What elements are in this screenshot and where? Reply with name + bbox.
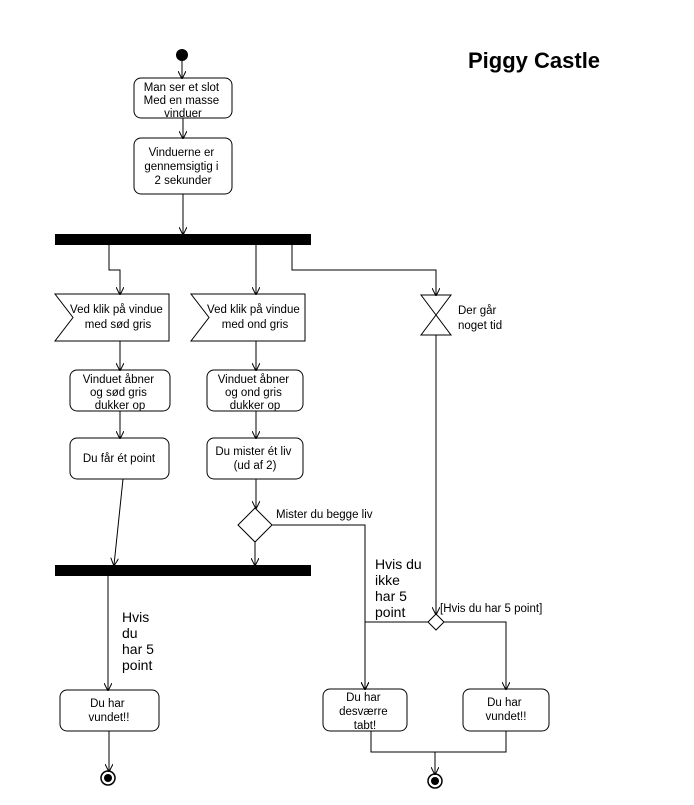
gain-point-line-1: Du får ét point (83, 453, 156, 465)
action-won-left: Du har vundet!! (59, 689, 160, 732)
svg-text:Du får ét point: Du får ét point (83, 453, 156, 465)
edges (108, 61, 506, 774)
edge-decision-to-lost (272, 524, 365, 689)
svg-text:Du mister ét liv (ud af: Du mister ét liv (ud af 2) (215, 446, 294, 472)
action-start-line-1: Man ser et slot (144, 82, 220, 94)
time-event-line-2: noget tid (458, 320, 502, 332)
edge-fork-to-sweet (108, 245, 120, 294)
action-transparent-line-2: gennemsigtig i (144, 161, 218, 173)
svg-text:Ved klik på vindue med o: Ved klik på vindue med ond gris (207, 304, 303, 331)
won-left-line-1: Du har (90, 698, 125, 710)
svg-text:Vinduerne er gennemsigti: Vinduerne er gennemsigtig i 2 sekunder (144, 147, 221, 187)
action-lose-life: Du mister ét liv (ud af 2) (206, 437, 304, 480)
edge-point-to-join (114, 478, 124, 565)
svg-text:Du har desværre ta: Du har desværre tabt! (339, 692, 391, 732)
guard-not-5-line-4: point (375, 604, 405, 620)
evil-appears-line-1: Vinduet åbner (218, 374, 290, 386)
sweet-appears-line-3: dukker op (95, 400, 146, 412)
edge-lost-to-final (370, 731, 435, 774)
guard-has-5-line-3: har 5 (122, 641, 154, 657)
guard-not-5-line-2: ikke (375, 572, 400, 588)
won-right-line-2: vundet!! (486, 711, 527, 723)
final-node-right (427, 773, 443, 789)
action-gain-point: Du får ét point (69, 437, 170, 480)
event-click-sweet-pig: Ved klik på vindue med sød gris (53, 293, 170, 342)
guard-has-5-points-bracket: [Hvis du har 5 point] (440, 603, 542, 615)
svg-text:Vinduet åbner og sød gri: Vinduet åbner og sød gris dukker op (83, 374, 158, 412)
guard-has-5-line-2: du (122, 625, 138, 641)
action-transparent-line-1: Vinduerne er (149, 147, 215, 159)
lose-life-line-2: (ud af 2) (234, 460, 277, 472)
fork-bar (55, 234, 311, 245)
guard-has-5-points-left: Hvis du har 5 point (122, 609, 158, 673)
edge-decision-to-lost-2 (365, 621, 428, 689)
join-bar (55, 565, 311, 576)
action-sweet-pig-appears: Vinduet åbner og sød gris dukker op (69, 369, 171, 412)
final-node-left (100, 770, 116, 786)
guard-lost-both-lives: Mister du begge liv (276, 509, 373, 521)
action-won-right: Du har vundet!! (462, 688, 550, 732)
initial-node (176, 49, 188, 61)
guard-not-5-points: Hvis du ikke har 5 point (375, 556, 426, 620)
time-event-icon (420, 294, 452, 336)
guard-not-5-line-1: Hvis du (375, 556, 422, 572)
guard-has-5-line-1: Hvis (122, 609, 149, 625)
guard-not-5-line-3: har 5 (375, 588, 407, 604)
event-click-evil-pig: Ved klik på vindue med ond gris (189, 293, 306, 342)
evil-appears-line-3: dukker op (230, 400, 281, 412)
sweet-appears-line-1: Vinduet åbner (83, 374, 155, 386)
decision-points (427, 613, 445, 631)
won-left-line-2: vundet!! (89, 712, 130, 724)
guard-has-5-line-4: point (122, 657, 152, 673)
action-start: Man ser et slot Med en masse vinduer (133, 77, 233, 120)
edge-decision-to-won-right (444, 621, 506, 689)
evil-appears-line-2: og ond gris (225, 387, 282, 399)
sweet-appears-line-2: og sød gris (90, 387, 147, 399)
decision-lives (237, 507, 273, 543)
action-start-line-3: vinduer (164, 108, 202, 120)
action-evil-pig-appears: Vinduet åbner og ond gris dukker op (206, 369, 304, 412)
lost-line-3: tabt! (354, 720, 376, 732)
won-right-line-1: Du har (487, 697, 522, 709)
action-transparent-line-3: 2 sekunder (155, 175, 212, 187)
svg-text:Ved klik på vindue med: Ved klik på vindue med sød gris (70, 304, 166, 331)
event-sweet-line-2: med sød gris (85, 319, 152, 331)
svg-text:Man ser et slot Med en m: Man ser et slot Med en masse vinduer (144, 82, 223, 120)
event-sweet-line-1: Ved klik på vindue (70, 304, 163, 316)
svg-text:Du har vundet!!: Du har vundet!! (486, 697, 527, 723)
event-evil-line-1: Ved klik på vindue (207, 304, 300, 316)
action-transparent-windows: Vinduerne er gennemsigtig i 2 sekunder (133, 137, 233, 195)
action-start-line-2: Med en masse (144, 95, 219, 107)
lost-line-2: desværre (339, 706, 388, 718)
edge-won-right-to-final (435, 731, 507, 753)
edge-fork-to-time (291, 245, 436, 295)
action-lost: Du har desværre tabt! (322, 688, 408, 732)
time-event-label: Der går noget tid (458, 305, 502, 332)
svg-text:Vinduet åbner og ond gri: Vinduet åbner og ond gris dukker op (218, 374, 293, 412)
diagram-title: Piggy Castle (468, 48, 600, 73)
time-event-line-1: Der går (458, 305, 497, 317)
lost-line-1: Du har (346, 692, 381, 704)
event-evil-line-2: med ond gris (222, 319, 289, 331)
svg-text:Du har vundet!!: Du har vundet!! (89, 698, 130, 724)
lose-life-line-1: Du mister ét liv (215, 446, 291, 458)
